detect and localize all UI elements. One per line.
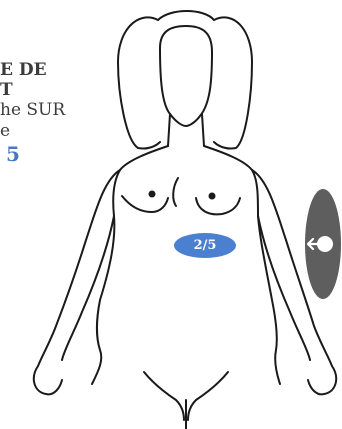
neck-right xyxy=(202,114,204,146)
right-breast-outline xyxy=(196,198,240,214)
torso-right-outline xyxy=(204,146,280,384)
pelvis-right xyxy=(188,372,228,420)
torso-left-outline xyxy=(92,146,168,384)
neck-left xyxy=(168,114,170,146)
hair-outline xyxy=(118,11,252,149)
side-direction-indicator xyxy=(304,188,342,300)
progress-badge: 2/5 xyxy=(174,233,236,258)
right-nipple xyxy=(209,193,216,200)
face-outline xyxy=(160,26,212,126)
pelvis-left xyxy=(144,372,184,420)
left-breast-outline xyxy=(122,196,168,212)
chest-center-line xyxy=(173,178,178,206)
left-nipple xyxy=(149,191,156,198)
left-arm-outline xyxy=(34,170,120,394)
